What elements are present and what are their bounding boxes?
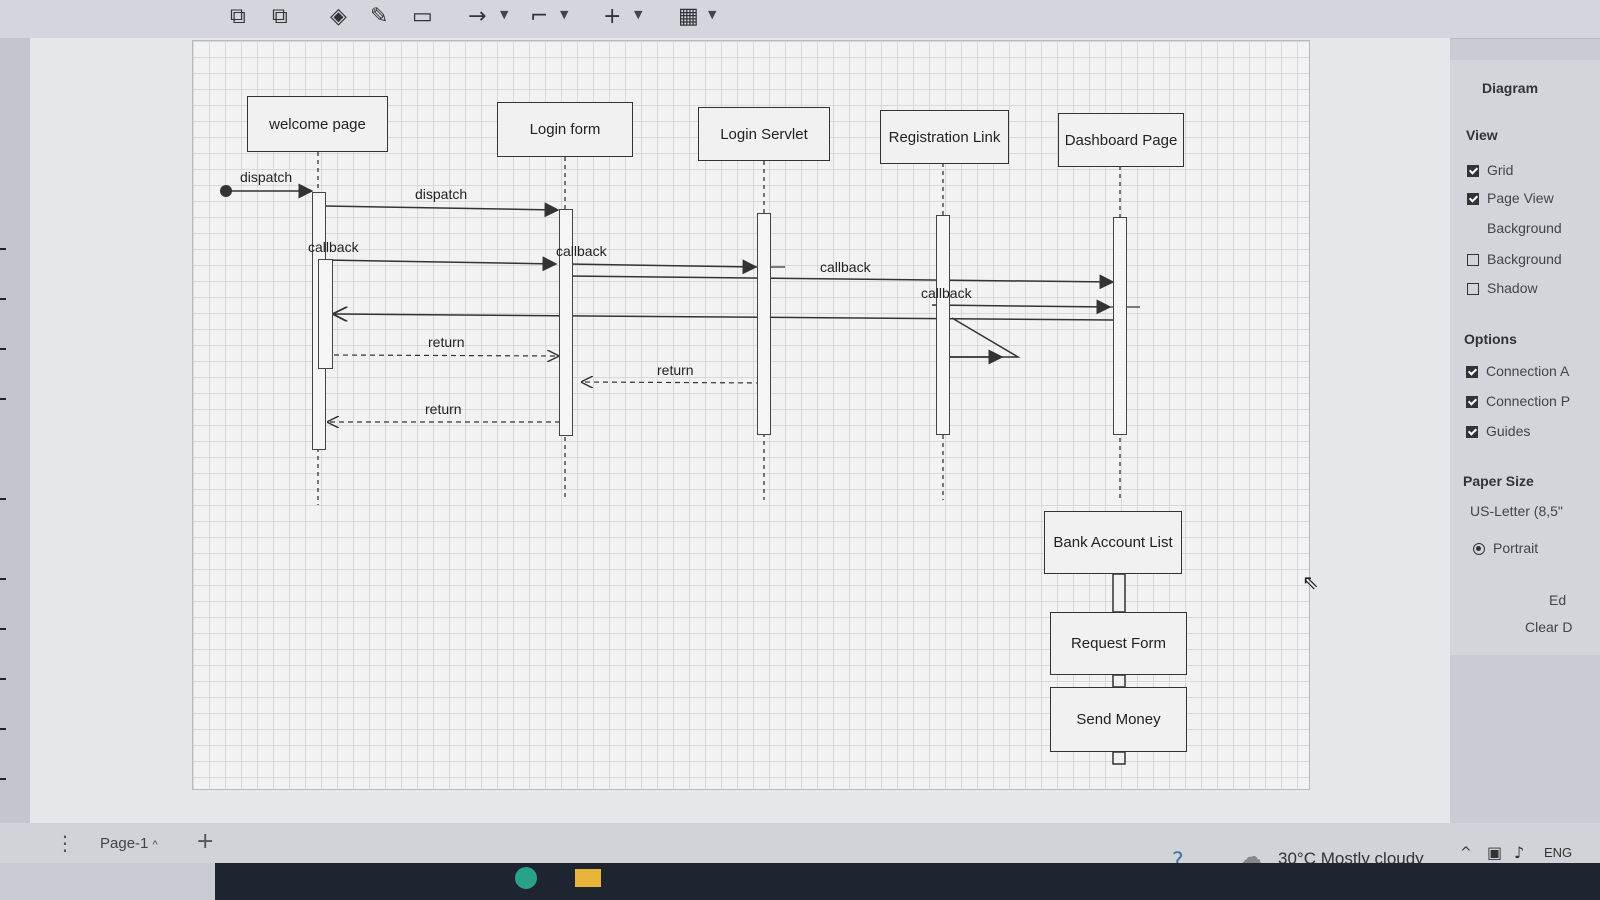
activation-login-form[interactable] [559, 209, 573, 436]
lifeline-registration-link[interactable]: Registration Link [880, 110, 1009, 164]
checkbox-checked-icon[interactable] [1466, 396, 1478, 408]
chevron-down-icon[interactable]: ▼ [634, 8, 643, 21]
message-label[interactable]: return [428, 334, 465, 350]
checkbox-checked-icon[interactable] [1466, 366, 1478, 378]
edit-data-button[interactable]: Ed [1549, 592, 1567, 608]
left-sidebar-edge [0, 38, 30, 823]
chevron-up-icon[interactable]: ^ [1460, 845, 1472, 861]
format-panel [1450, 60, 1600, 655]
lifeline-dashboard-page[interactable]: Dashboard Page [1058, 113, 1184, 167]
to-front-icon[interactable]: ⧉ [230, 4, 246, 29]
browser-icon[interactable] [515, 867, 537, 889]
checkbox-checked-icon[interactable] [1467, 165, 1479, 177]
message-label[interactable]: callback [556, 243, 607, 259]
chevron-up-icon[interactable]: ^ [152, 839, 158, 851]
paper-size-select[interactable]: US-Letter (8,5" [1470, 503, 1563, 519]
page-view-checkbox[interactable]: Page View [1467, 190, 1554, 206]
chevron-down-icon[interactable]: ▼ [560, 8, 569, 21]
chevron-down-icon[interactable]: ▼ [500, 8, 509, 21]
paper-size-heading: Paper Size [1463, 473, 1534, 489]
page-tabs-bar: ⋮ Page-1 ^ + ? ☁ 30°C Mostly cloudy ^ ▣ … [0, 823, 1600, 874]
background-checkbox[interactable]: Background [1467, 251, 1562, 267]
page-tab-label: Page-1 [100, 835, 149, 852]
message-label[interactable]: dispatch [240, 169, 293, 185]
line-color-icon[interactable]: ✎ [370, 4, 389, 29]
display-icon[interactable]: ▣ [1487, 843, 1503, 862]
grid-checkbox[interactable]: Grid [1467, 162, 1513, 178]
shadow-checkbox[interactable]: Shadow [1467, 280, 1538, 296]
clear-default-style-button[interactable]: Clear D [1525, 619, 1573, 635]
toolbar: ⧉ ⧉ ◈ ✎ ▭ → ▼ ⌐ ▼ + ▼ ▦ ▼ [0, 0, 1600, 39]
block-bank-account-list[interactable]: Bank Account List [1044, 511, 1182, 574]
message-label[interactable]: dispatch [415, 186, 468, 202]
guides-checkbox[interactable]: Guides [1466, 423, 1530, 439]
checkbox-checked-icon[interactable] [1466, 426, 1478, 438]
radio-selected-icon[interactable] [1473, 543, 1485, 555]
taskbar [215, 863, 1600, 900]
message-label[interactable]: return [425, 401, 462, 417]
connection-points-checkbox[interactable]: Connection P [1466, 393, 1570, 409]
guides-label: Guides [1486, 423, 1531, 439]
panel-title: Diagram [1482, 80, 1539, 96]
waypoints-icon[interactable]: ⌐ [530, 4, 549, 29]
activation-welcome-nested[interactable] [318, 259, 333, 369]
lifeline-login-form[interactable]: Login form [497, 102, 633, 157]
connection-points-label: Connection P [1486, 393, 1571, 409]
activation-login-servlet[interactable] [757, 213, 771, 435]
portrait-radio[interactable]: Portrait [1473, 540, 1538, 556]
page-view-label: Page View [1487, 190, 1554, 206]
lifeline-login-servlet[interactable]: Login Servlet [698, 107, 830, 161]
menu-dots-icon[interactable]: ⋮ [55, 831, 75, 855]
connection-arrows-checkbox[interactable]: Connection A [1466, 363, 1569, 379]
page-tab[interactable]: Page-1 ^ [100, 835, 158, 852]
lifeline-welcome-page[interactable]: welcome page [247, 96, 388, 152]
checkbox-checked-icon[interactable] [1467, 193, 1479, 205]
portrait-label: Portrait [1493, 540, 1539, 556]
shadow-icon[interactable]: ▭ [412, 4, 433, 29]
connection-arrows-label: Connection A [1486, 363, 1570, 379]
language-indicator[interactable]: ENG [1544, 845, 1573, 860]
block-request-form[interactable]: Request Form [1050, 612, 1187, 675]
grid-label: Grid [1487, 162, 1514, 178]
checkbox-icon[interactable] [1467, 254, 1479, 266]
help-icon[interactable]: ? [1172, 849, 1184, 874]
connection-icon[interactable]: → [468, 4, 487, 29]
background-button[interactable]: Background [1487, 220, 1562, 236]
volume-icon[interactable]: ♪ [1514, 843, 1525, 862]
activation-registration[interactable] [936, 215, 950, 435]
insert-icon[interactable]: + [603, 4, 622, 29]
message-label[interactable]: callback [820, 259, 871, 275]
add-page-icon[interactable]: + [196, 829, 215, 854]
view-heading: View [1466, 127, 1498, 143]
chevron-down-icon[interactable]: ▼ [708, 8, 717, 21]
message-label[interactable]: callback [308, 239, 359, 255]
to-back-icon[interactable]: ⧉ [272, 4, 288, 29]
message-label[interactable]: return [657, 362, 694, 378]
options-heading: Options [1464, 331, 1517, 347]
background-label: Background [1487, 251, 1562, 267]
activation-dashboard[interactable] [1113, 217, 1127, 435]
folder-icon[interactable] [575, 869, 601, 887]
table-icon[interactable]: ▦ [678, 4, 699, 29]
mouse-cursor-icon: ⇖ [1302, 570, 1319, 594]
shadow-label: Shadow [1487, 280, 1538, 296]
block-send-money[interactable]: Send Money [1050, 687, 1187, 752]
checkbox-icon[interactable] [1467, 283, 1479, 295]
message-label[interactable]: callback [921, 285, 972, 301]
fill-color-icon[interactable]: ◈ [330, 4, 347, 29]
